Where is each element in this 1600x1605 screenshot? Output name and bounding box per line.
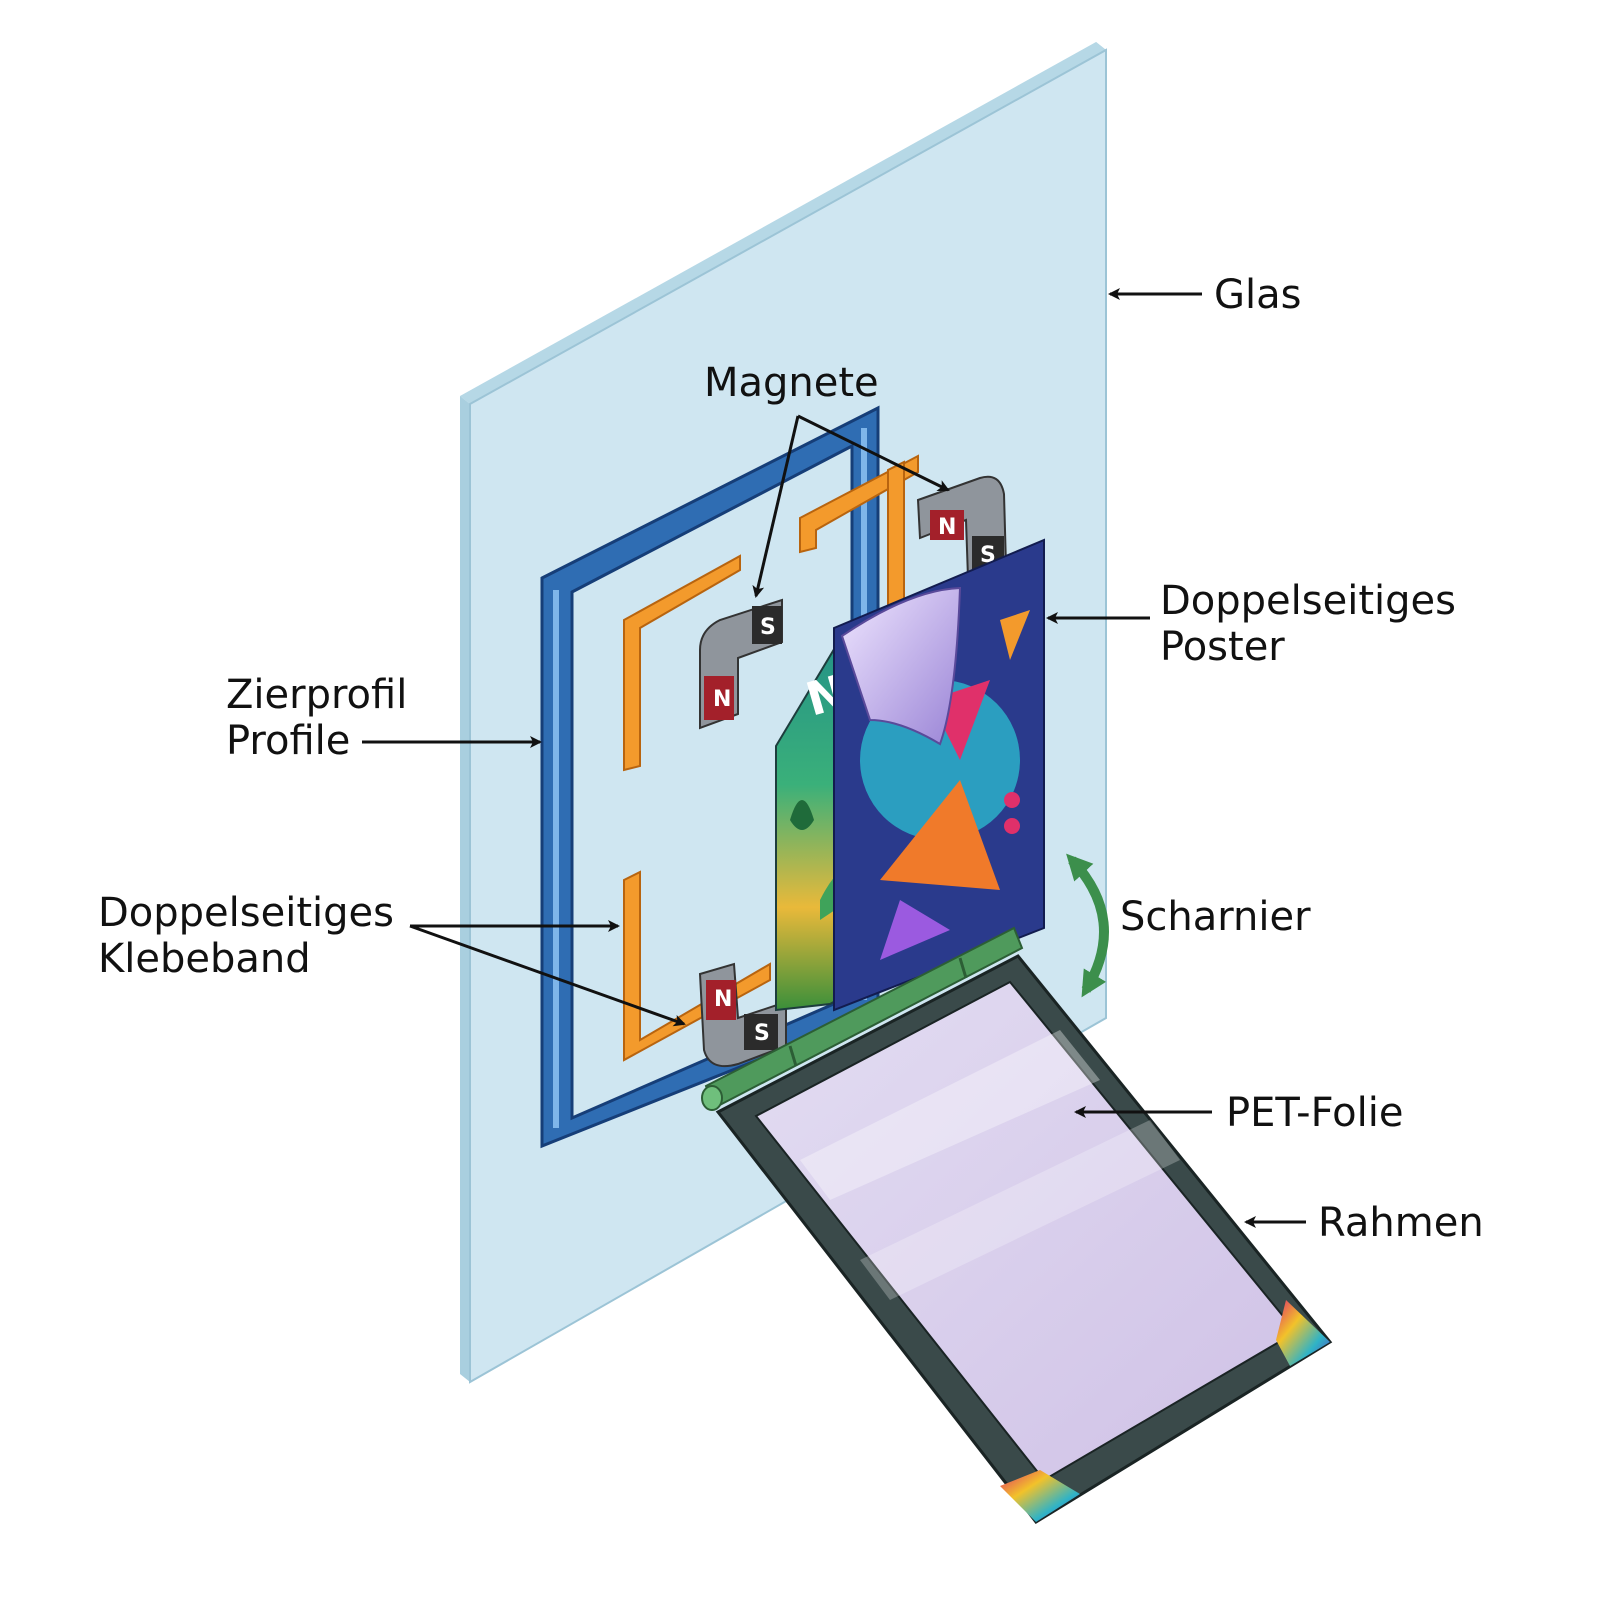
label-glas: Glas [1214,272,1302,318]
magnet-top-left [699,598,783,730]
magnet-bottom [698,962,787,1068]
hinge-rotation-arrow [1066,853,1109,998]
label-pet-folie: PET-Folie [1226,1090,1404,1136]
label-magnete: Magnete [704,360,879,406]
label-scharnier: Scharnier [1120,894,1311,940]
double-sided-poster: NATU [775,538,1045,1012]
magnet-pole-n: N [714,987,732,1012]
arrow-magnete-a [752,415,800,598]
label-profile: Zierprofil Profile [226,672,408,764]
frame-rahmen [715,954,1333,1524]
magnet-pole-s: S [754,1021,770,1046]
leader-arrows [362,288,1306,1228]
magnet-pole-n: N [938,515,956,540]
poster-curl [840,586,962,746]
arrow-tape-b [409,924,686,1027]
tape-strip-top-left [623,554,741,772]
arrow-magnete-b [797,414,950,492]
label-poster: Doppelseitiges Poster [1160,578,1456,670]
magnet-pole-n: N [713,687,731,712]
label-rahmen: Rahmen [1318,1200,1484,1246]
tape-strip-bottom-left [623,870,771,1062]
label-klebeband: Doppelseitiges Klebeband [98,890,394,982]
magnet-pole-s: S [760,615,776,640]
hinge [701,926,1024,1111]
